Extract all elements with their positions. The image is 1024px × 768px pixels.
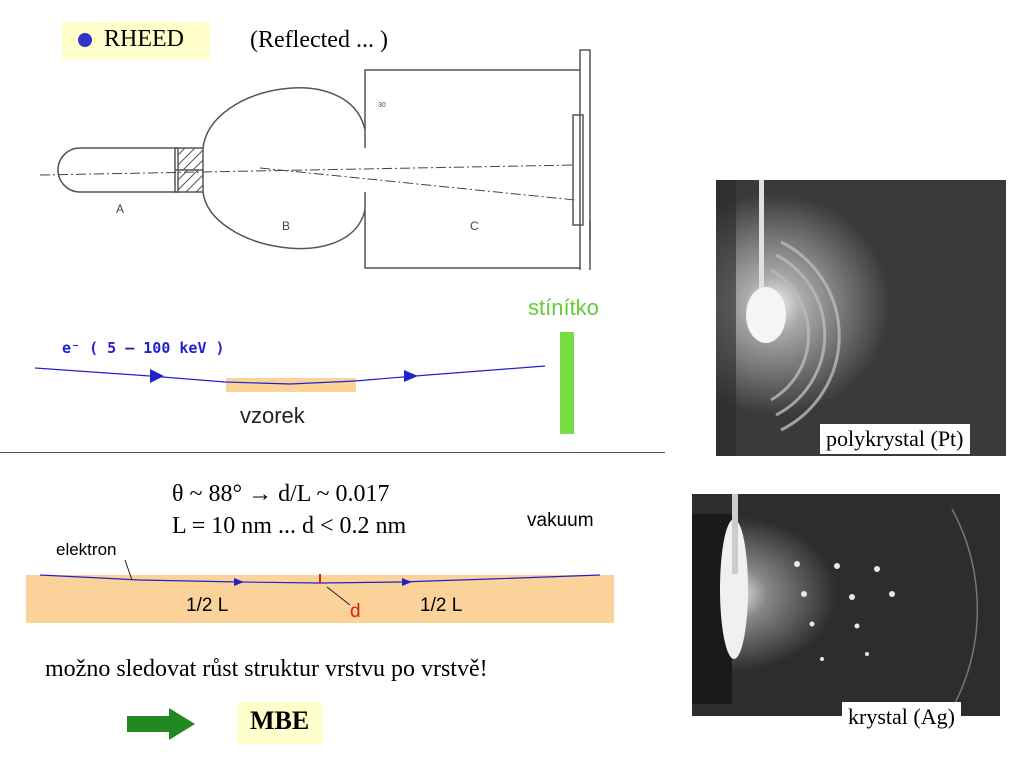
half-l-right: 1/2 L <box>420 595 462 616</box>
label-b: B <box>282 219 290 233</box>
right-arrow-icon <box>127 708 195 740</box>
beam-sample-diagram: e⁻ ( 5 – 100 keV ) stínítko vzorek <box>34 295 599 434</box>
divider <box>0 452 665 453</box>
d-label: d <box>350 601 361 622</box>
beam-arrow-in <box>150 369 164 383</box>
crystal-caption: krystal (Ag) <box>842 702 961 732</box>
mbe-label: MBE <box>250 706 310 735</box>
sample-block <box>226 378 356 392</box>
formula-line-1: θ ~ 88° → d/L ~ 0.017 <box>172 481 390 507</box>
label-c: C <box>470 219 479 233</box>
sphere-bottom <box>202 191 366 250</box>
sample-label: vzorek <box>240 403 306 428</box>
electron-arrow-out <box>402 578 412 586</box>
title: RHEED <box>104 26 184 52</box>
screen-bar <box>560 332 574 434</box>
sphere-top <box>202 87 366 149</box>
electron-pointer <box>124 559 133 581</box>
bullet-dot <box>78 33 92 47</box>
small-mark: 30 <box>378 102 386 109</box>
polycrystal-caption: polykrystal (Pt) <box>820 424 970 454</box>
gun-tube <box>57 147 179 193</box>
crystal-diagram: elektron 1/2 L 1/2 L d <box>26 540 614 623</box>
formula-line-2: L = 10 nm ... d < 0.2 nm <box>172 513 407 539</box>
d-pointer <box>326 586 351 606</box>
subtitle: (Reflected ... ) <box>250 27 388 53</box>
vacuum-label: vakuum <box>527 510 594 531</box>
rheed-apparatus-diagram: A B C 30 <box>39 49 591 270</box>
electron-arrow-in <box>234 578 244 586</box>
chamber-top <box>364 49 591 240</box>
growth-statement: možno sledovat růst struktur vrstvu po v… <box>45 656 488 682</box>
screen-plate <box>572 114 584 226</box>
crystal-diffraction-photo <box>692 494 1000 716</box>
mbe-highlight <box>237 702 323 744</box>
beam-arrow-out <box>404 370 418 382</box>
screen-label: stínítko <box>528 295 599 320</box>
electron-label: elektron <box>56 540 116 559</box>
label-a: A <box>116 202 124 216</box>
half-l-left: 1/2 L <box>186 595 228 616</box>
beam-label: e⁻ ( 5 – 100 keV ) <box>62 339 225 357</box>
polycrystal-diffraction-photo <box>716 180 1006 456</box>
